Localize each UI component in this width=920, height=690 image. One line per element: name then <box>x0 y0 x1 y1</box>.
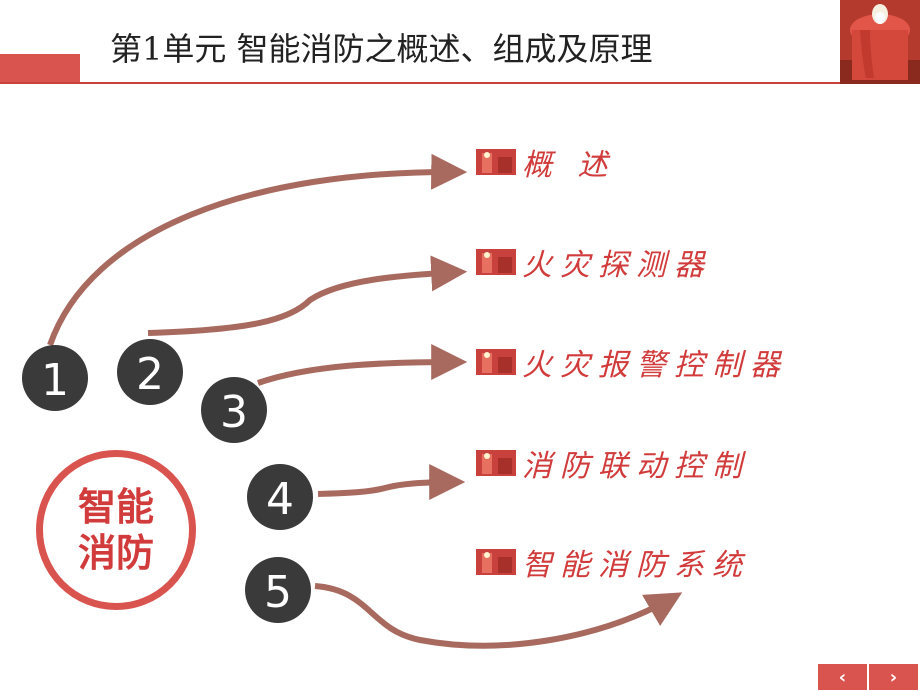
candle-photo <box>840 0 920 84</box>
slide-title: 第1单元 智能消防之概述、组成及原理 <box>110 30 653 68</box>
number-circle-3: 3 <box>201 377 267 443</box>
candle-bullet-icon <box>476 549 516 575</box>
hub-circle: 智能 消防 <box>36 450 196 610</box>
slide-nav: ‹ › <box>818 664 920 690</box>
svg-text:5: 5 <box>264 567 292 618</box>
arrow-5 <box>314 583 683 649</box>
number-circle-2: 2 <box>117 339 183 405</box>
candle-bullet-icon <box>476 149 516 175</box>
header-accent-band <box>0 54 80 84</box>
list-item: 火灾报警控制器 <box>476 342 788 383</box>
number-circle-1: 1 <box>22 345 88 411</box>
arrow-2 <box>147 255 468 336</box>
next-slide-button[interactable]: › <box>869 664 918 690</box>
list-item: 火灾探测器 <box>476 242 712 283</box>
svg-text:3: 3 <box>220 387 248 438</box>
item-label-smart-system: 智能消防系统 <box>522 548 750 583</box>
item-label-linkage-control: 消防联动控制 <box>522 449 750 484</box>
svg-text:4: 4 <box>266 474 294 525</box>
item-label-alarm-controller: 火灾报警控制器 <box>522 348 788 383</box>
arrow-4 <box>317 464 466 501</box>
list-item: 概 述 <box>476 142 616 183</box>
arrow-1 <box>47 153 468 346</box>
candle-bullet-icon <box>476 249 516 275</box>
number-circle-5: 5 <box>245 557 311 623</box>
candle-bullet-icon <box>476 349 516 375</box>
candle-bullet-icon <box>476 450 516 476</box>
prev-slide-button[interactable]: ‹ <box>818 664 867 690</box>
item-label-overview: 概 述 <box>522 148 616 183</box>
item-label-detector: 火灾探测器 <box>522 248 712 283</box>
list-item: 消防联动控制 <box>476 443 750 484</box>
hub-line-2: 消防 <box>77 531 154 575</box>
hub-line-1: 智能 <box>77 485 154 529</box>
list-item: 智能消防系统 <box>476 542 750 583</box>
svg-text:2: 2 <box>136 349 164 400</box>
arrow-3 <box>257 344 468 386</box>
number-circle-4: 4 <box>247 464 313 530</box>
svg-text:1: 1 <box>41 355 69 406</box>
header-divider <box>0 82 840 84</box>
